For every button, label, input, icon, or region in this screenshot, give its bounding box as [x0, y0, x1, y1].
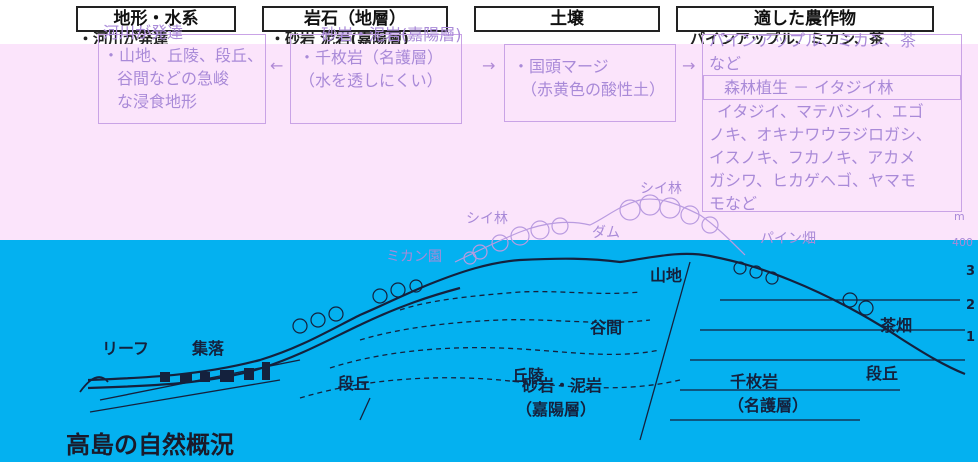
axis-unit: m	[954, 210, 965, 223]
landform-line-1: ・山地、丘陵、段丘、	[103, 46, 264, 65]
landform-line-2: 谷間などの急峻	[117, 69, 230, 88]
label-shii-forest-right: シイ林	[640, 181, 682, 197]
axis-top-tick: 400	[952, 236, 973, 249]
crops-box: パインアップル、ミカン、茶 など 森林植生 － イタジイ林 イタジイ、マテバシイ…	[702, 31, 962, 213]
header-crops: 適した農作物	[676, 6, 934, 32]
arrow-rock-to-soil: →	[482, 56, 496, 75]
forest-title: 森林植生 － イタジイ林	[703, 75, 961, 100]
cyan-overlay-band	[0, 240, 978, 462]
label-reef: リーフ	[102, 339, 150, 358]
crops-line-2: など	[709, 54, 742, 73]
label-terrace-left: 段丘	[338, 374, 371, 393]
rock-line-1: ・千枚岩（名護層）	[299, 48, 444, 67]
label-mountain: 山地	[650, 266, 683, 285]
header-soil: 土壌	[474, 6, 660, 32]
forest-line-3: ガシワ、ヒカゲヘゴ、ヤマモ	[709, 171, 917, 190]
label-valley: 谷間	[590, 318, 623, 337]
forest-line-1: ノキ、オキナワウラジロガシ、	[709, 125, 932, 144]
rock-box: 砂岩・泥岩(嘉陽層) ・千枚岩（名護層） （水を透しにくい）	[290, 25, 462, 124]
label-tea-field: 茶畑	[880, 316, 913, 335]
label-shii-forest-left: シイ林	[466, 211, 508, 227]
label-terrace-right: 段丘	[866, 364, 899, 383]
forest-trees-pink	[454, 194, 746, 265]
village-houses	[160, 362, 270, 382]
landform-box: 河川が発達 ・山地、丘陵、段丘、 谷間などの急峻 な浸食地形	[98, 23, 266, 124]
soil-box: ・国頭マージ （赤黄色の酸性土）	[504, 44, 676, 122]
forest-line-2: イスノキ、フカノキ、アカメ	[709, 148, 916, 167]
landform-line-0: 河川が発達	[103, 23, 184, 42]
rock-line-0: 砂岩・泥岩(嘉陽層)	[321, 25, 462, 44]
axis-right-tick-3: 3	[966, 264, 976, 279]
rock-line-2: （水を透しにくい）	[299, 71, 443, 90]
crops-line-1: パインアップル、ミカン、茶	[709, 31, 917, 50]
header-rock: 岩石（地層）	[262, 6, 448, 32]
label-mikan-orchard: ミカン園	[386, 249, 442, 265]
axis-right-tick-2: 2	[966, 298, 976, 313]
figure-title: 高島の自然概況	[66, 431, 234, 459]
header-landform: 地形・水系	[76, 6, 236, 32]
label-village: 集落	[192, 339, 225, 358]
ground-profile	[87, 252, 966, 390]
label-nago-formation: （名護層）	[728, 396, 809, 415]
strata-dashed	[299, 290, 681, 399]
label-dam: ダム	[592, 225, 620, 241]
label-hill: 丘陵	[512, 366, 545, 385]
forest-line-0: イタジイ、マテバシイ、エゴ	[717, 102, 924, 121]
reef-wave	[79, 376, 109, 393]
axis-right-tick-1: 1	[966, 330, 976, 345]
landform-line-3: な浸食地形	[117, 92, 198, 111]
pink-overlay-band	[0, 44, 978, 240]
forest-trees-cyan	[292, 261, 874, 334]
arrow-soil-to-crops: →	[682, 56, 696, 75]
soil-line-0: ・国頭マージ	[513, 57, 609, 76]
forest-line-4: モなど	[709, 194, 758, 213]
arrow-rock-to-landform: ←	[270, 56, 284, 75]
label-phyllite: 千枚岩	[730, 372, 779, 391]
soil-line-1: （赤黄色の酸性土）	[521, 80, 666, 99]
label-sandstone-mudstone: 砂岩・泥岩	[522, 376, 603, 395]
label-pine-field: パイン畑	[760, 231, 816, 247]
strata-solid	[89, 261, 965, 441]
label-kayo-formation: （嘉陽層）	[516, 400, 597, 419]
